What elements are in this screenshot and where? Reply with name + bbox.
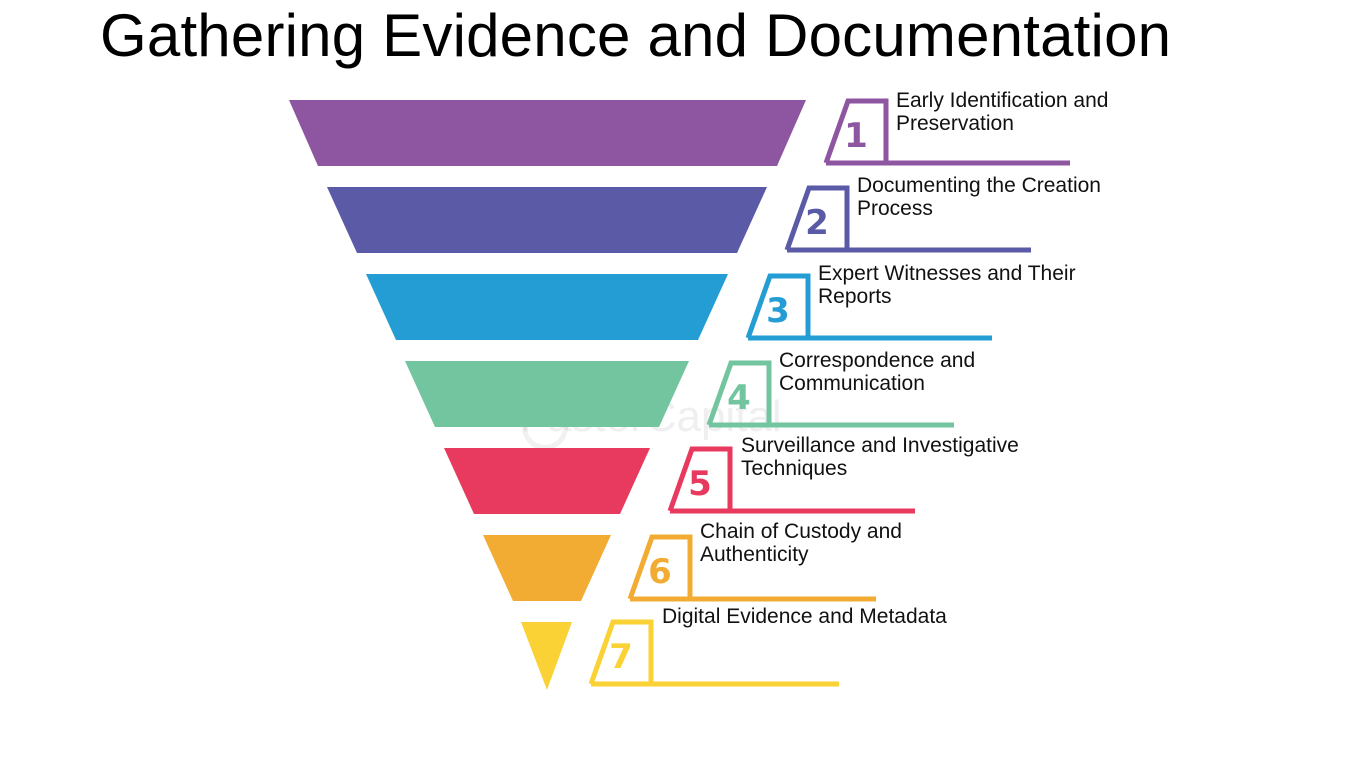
funnel-band-2 (327, 187, 767, 253)
step-1-label: Early Identification and Preservation (896, 89, 1109, 135)
funnel-band-1 (289, 100, 806, 166)
step-7-tab (588, 619, 839, 687)
page-title: Gathering Evidence and Documentation (100, 2, 1172, 69)
step-6-label: Chain of Custody and Authenticity (700, 520, 902, 566)
step-5-tab (667, 446, 915, 514)
step-4-tab (706, 360, 954, 428)
step-2-number: 2 (805, 203, 829, 243)
step-7-number: 7 (609, 637, 633, 677)
funnel-band-6 (483, 535, 611, 601)
step-2-tab (784, 185, 1031, 253)
step-7-label: Digital Evidence and Metadata (662, 605, 947, 628)
step-2-label: Documenting the Creation Process (857, 174, 1101, 220)
funnel-band-5 (444, 448, 650, 514)
funnel-band-7 (521, 622, 572, 690)
step-1-number: 1 (844, 116, 868, 156)
step-6-tab (627, 534, 876, 602)
step-5-label: Surveillance and Investigative Technique… (741, 434, 1019, 480)
step-3-number: 3 (766, 291, 790, 331)
step-4-number: 4 (727, 378, 751, 418)
step-1-tab (823, 98, 1070, 166)
step-4-label: Correspondence and Communication (779, 349, 976, 395)
funnel-band-4 (405, 361, 689, 427)
step-3-tab (745, 273, 992, 341)
step-5-number: 5 (688, 464, 712, 504)
funnel-band-3 (366, 274, 728, 340)
step-6-number: 6 (648, 552, 672, 592)
step-3-label: Expert Witnesses and Their Reports (818, 262, 1076, 308)
